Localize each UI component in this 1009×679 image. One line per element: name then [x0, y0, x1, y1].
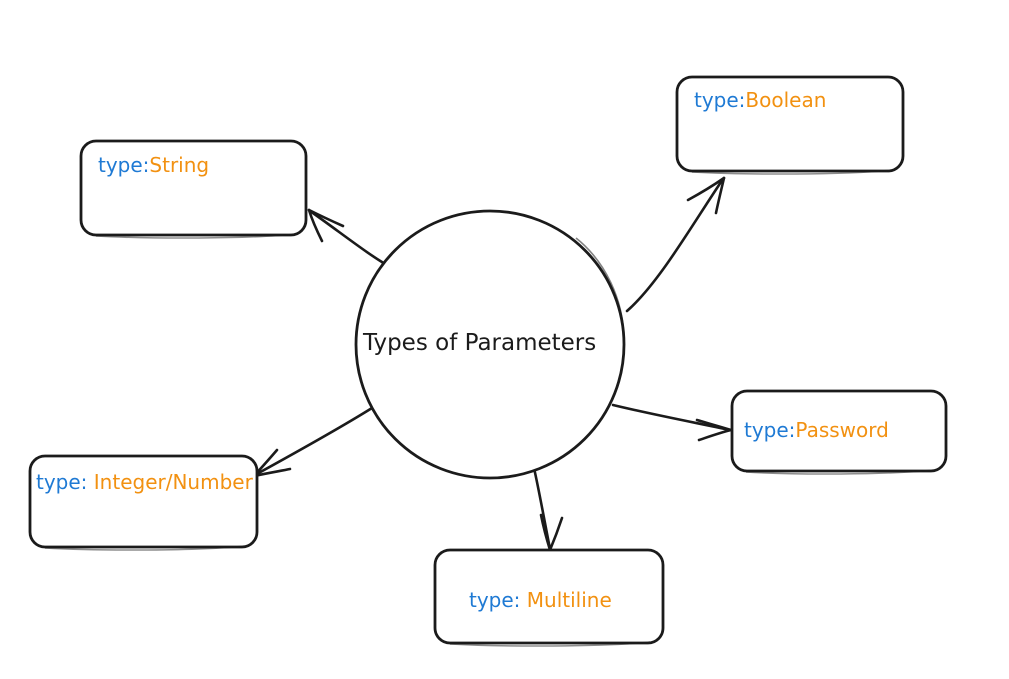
edge-center-to-string [307, 208, 394, 270]
edge-center-to-integer [252, 406, 374, 478]
node-box-password[interactable] [730, 389, 948, 473]
sketch-accent-multiline [449, 641, 651, 647]
node-box-string[interactable] [79, 139, 308, 237]
node-box-multiline[interactable] [433, 548, 665, 645]
node-box-integer[interactable] [28, 454, 259, 549]
edge-center-to-boolean [625, 176, 726, 313]
edge-center-to-password [611, 403, 733, 442]
node-box-boolean[interactable] [675, 75, 905, 173]
center-node-text: Types of Parameters [363, 330, 597, 356]
edge-center-to-multiline [532, 466, 564, 552]
sketch-accent-boolean [691, 169, 893, 175]
sketch-accent-string [95, 233, 297, 239]
sketch-accent-integer [44, 545, 246, 551]
center-node-label: Types of Parameters [363, 330, 596, 356]
center-circle-node[interactable] [354, 209, 626, 480]
sketch-accent-password [745, 469, 935, 475]
